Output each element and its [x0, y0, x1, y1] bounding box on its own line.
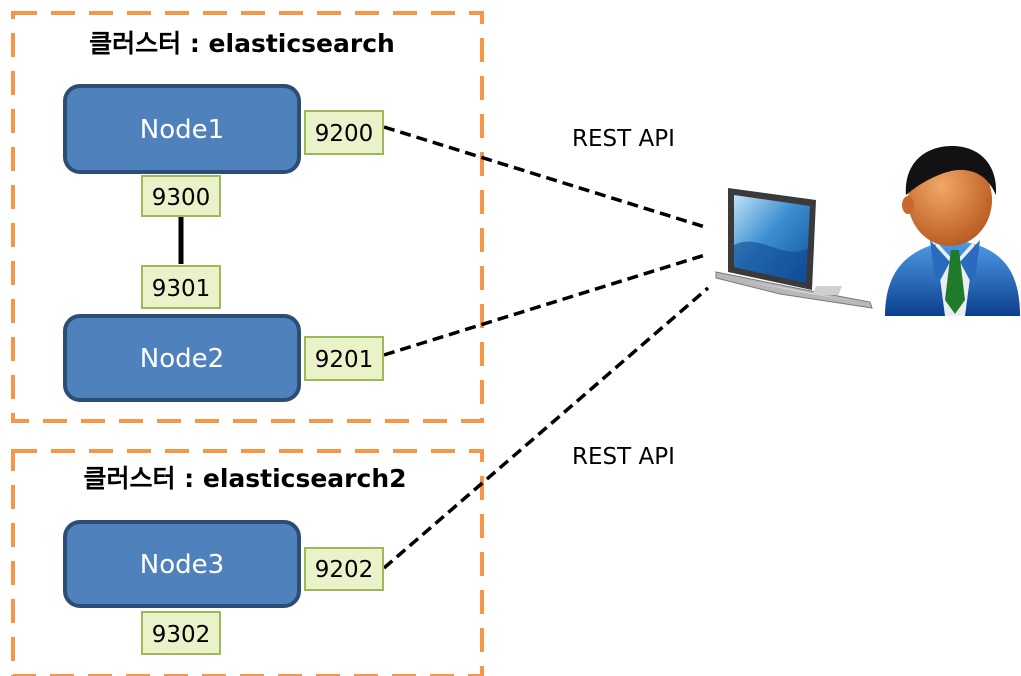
port-9202: 9202: [304, 547, 384, 591]
port-9300: 9300: [141, 175, 221, 217]
node-2: Node2: [63, 314, 301, 402]
cluster-elasticsearch: 클러스터 : elasticsearch: [11, 11, 484, 423]
port-label: 9201: [315, 347, 374, 373]
port-label: 9300: [152, 185, 211, 211]
port-9201: 9201: [304, 336, 384, 381]
node-label: Node3: [140, 550, 224, 580]
node-box: [63, 314, 301, 402]
cluster-title: 클러스터 : elasticsearch2: [83, 464, 406, 493]
node-label: Node2: [140, 344, 224, 374]
port-label: 9302: [152, 622, 211, 648]
laptop-icon: [715, 188, 873, 309]
port-9200: 9200: [304, 110, 384, 155]
cluster-border: [11, 11, 484, 423]
port-box: [141, 265, 221, 309]
port-label: 9202: [315, 557, 374, 583]
port-box: [141, 175, 221, 217]
port-label: 9301: [152, 276, 211, 302]
rest-connection-9200: [383, 125, 706, 229]
port-9302: 9302: [141, 611, 221, 655]
rest-api-label: REST API: [572, 126, 675, 152]
node-label: Node1: [140, 115, 224, 145]
port-box: [304, 547, 384, 591]
cluster-elasticsearch2: 클러스터 : elasticsearch2: [11, 449, 484, 676]
node-1: Node1: [63, 84, 301, 174]
port-label: 9200: [315, 121, 374, 147]
port-box: [304, 110, 384, 155]
node-3: Node3: [63, 520, 301, 608]
port-9301: 9301: [141, 265, 221, 309]
rest-api-label: REST API: [572, 444, 675, 470]
port-box: [304, 336, 384, 381]
node-box: [63, 520, 301, 608]
rest-connection-9201: [383, 253, 706, 357]
rest-connection-9202: [382, 286, 710, 570]
cluster-title: 클러스터 : elasticsearch: [89, 29, 395, 58]
port-box: [141, 611, 221, 655]
node-box: [63, 84, 301, 174]
user-icon: [885, 146, 1020, 316]
cluster-border: [11, 449, 484, 676]
